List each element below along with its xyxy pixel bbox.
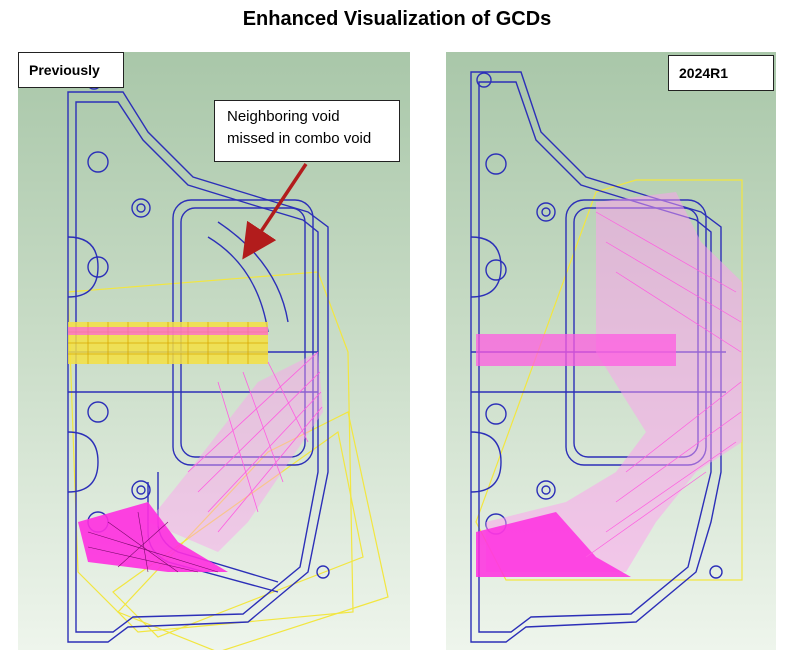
combo-void-mesh xyxy=(585,211,742,558)
neighboring-void-callout: Neighboring void missed in combo void xyxy=(214,100,400,162)
callout-line-2: missed in combo void xyxy=(227,130,372,147)
yellow-void-mesh xyxy=(68,322,268,364)
magenta-combo-void xyxy=(486,192,742,572)
bottom-void-mesh xyxy=(87,511,219,573)
magenta-void-mesh xyxy=(187,351,323,533)
2024r1-casting-render xyxy=(470,71,743,643)
previous-casting-render xyxy=(67,74,389,650)
magenta-horizontal-void xyxy=(476,334,676,366)
magenta-bottom-void-right xyxy=(476,512,631,577)
callout-line-1: Neighboring void xyxy=(227,108,340,125)
2024r1-label: 2024R1 xyxy=(668,55,774,91)
magenta-void-stripe xyxy=(68,327,268,335)
magenta-bottom-void xyxy=(78,502,228,572)
2024r1-visualization-panel: 2024R1 xyxy=(446,52,776,650)
yellow-gcd-outline-right xyxy=(475,179,743,581)
figure-title: Enhanced Visualization of GCDs xyxy=(242,8,552,30)
magenta-diagonal-void xyxy=(148,352,323,552)
previously-label: Previously xyxy=(18,52,124,88)
